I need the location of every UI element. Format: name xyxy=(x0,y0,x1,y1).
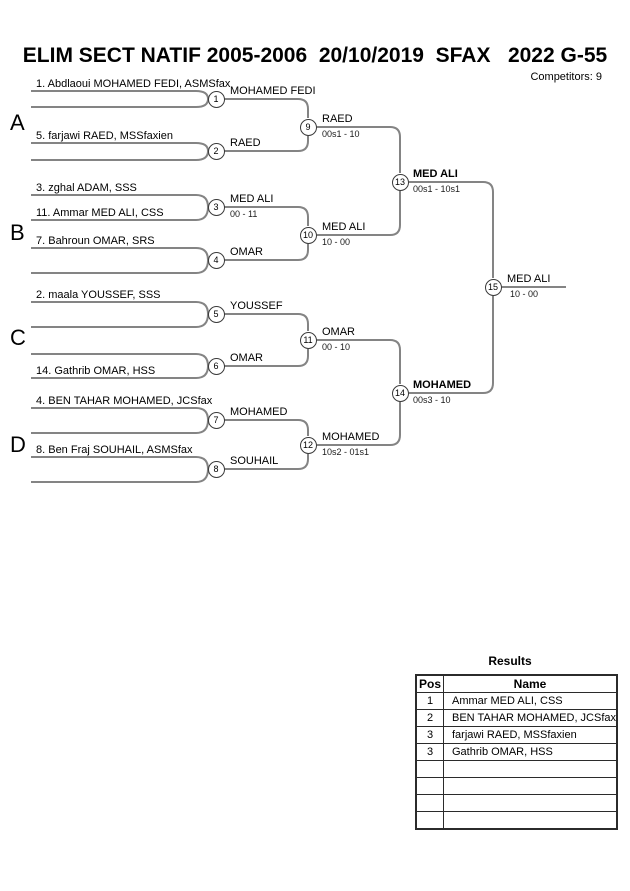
player-label: 11. Ammar MED ALI, CSS xyxy=(36,207,164,219)
player-label: 1. Abdlaoui MOHAMED FEDI, ASMSfax xyxy=(36,78,231,90)
player-label: 14. Gathrib OMAR, HSS xyxy=(36,365,156,377)
result-name: Ammar MED ALI, CSS xyxy=(443,692,618,710)
match-score: 00s3 - 10 xyxy=(413,395,451,405)
match-winner: MED ALI xyxy=(322,221,366,233)
player-label: 5. farjawi RAED, MSSfaxien xyxy=(36,130,173,142)
player-label: 2. maala YOUSSEF, SSS xyxy=(36,289,161,301)
player-label: 7. Bahroun OMAR, SRS xyxy=(36,235,155,247)
match-winner: MOHAMED FEDI xyxy=(230,85,316,97)
results-header-row: Pos Name xyxy=(415,674,618,693)
result-name: Gathrib OMAR, HSS xyxy=(443,743,618,761)
section-label-c: C xyxy=(10,325,26,350)
section-label-d: D xyxy=(10,432,26,457)
match-number-circle: 12 xyxy=(299,436,317,454)
table-row: 3 farjawi RAED, MSSfaxien xyxy=(415,726,618,744)
match-number-circle: 4 xyxy=(207,251,225,269)
table-row xyxy=(415,794,618,812)
round1-connectors-path xyxy=(224,98,309,470)
match-number-circle: 9 xyxy=(299,118,317,136)
match-number-circle: 15 xyxy=(484,278,502,296)
result-pos: 3 xyxy=(415,743,444,761)
match-winner: OMAR xyxy=(230,246,263,258)
match-number-circle: 1 xyxy=(207,90,225,108)
match-score: 10 - 00 xyxy=(322,237,351,247)
table-row xyxy=(415,777,618,795)
section-label-a: A xyxy=(10,110,25,135)
match-winner: MOHAMED xyxy=(413,379,472,391)
match-winner: OMAR xyxy=(230,352,263,364)
results-col-name: Name xyxy=(443,674,618,693)
match-winner: YOUSSEF xyxy=(230,300,283,312)
match-number-circle: 5 xyxy=(207,305,225,323)
match-number-circle: 7 xyxy=(207,411,225,429)
results-title: Results xyxy=(488,654,532,668)
competitors-count: Competitors: 9 xyxy=(530,71,602,83)
match-number-circle: 3 xyxy=(207,198,225,216)
section-label-b: B xyxy=(10,220,25,245)
match-number-circle: 2 xyxy=(207,142,225,160)
table-row xyxy=(415,760,618,778)
result-pos xyxy=(415,811,444,830)
match-score: 10 - 00 xyxy=(510,289,539,299)
table-row: 2 BEN TAHAR MOHAMED, JCSfax xyxy=(415,709,618,727)
match-score: 10s2 - 01s1 xyxy=(322,447,370,457)
match-winner: MED ALI xyxy=(507,273,551,285)
match-winner: MOHAMED xyxy=(230,406,288,418)
result-name: BEN TAHAR MOHAMED, JCSfax xyxy=(443,709,618,727)
player-label: 4. BEN TAHAR MOHAMED, JCSfax xyxy=(36,395,213,407)
match-number-circle: 11 xyxy=(299,331,317,349)
final-connectors-path xyxy=(409,181,566,394)
match-number-circle: 13 xyxy=(391,173,409,191)
match-score: 00 - 10 xyxy=(322,342,351,352)
match-number-circle: 14 xyxy=(391,384,409,402)
page-title: ELIM SECT NATIF 2005-2006 20/10/2019 SFA… xyxy=(22,44,608,67)
pair-lines-path xyxy=(31,90,209,483)
match-score: 00s1 - 10s1 xyxy=(413,184,461,194)
match-winner: RAED xyxy=(230,137,261,149)
result-pos: 1 xyxy=(415,692,444,710)
table-row: 1 Ammar MED ALI, CSS xyxy=(415,692,618,710)
bracket-lines xyxy=(31,90,566,483)
semifinal-connectors-path xyxy=(317,126,401,446)
table-row: 3 Gathrib OMAR, HSS xyxy=(415,743,618,761)
result-name xyxy=(443,811,618,830)
result-pos: 2 xyxy=(415,709,444,727)
match-number-circle: 10 xyxy=(299,226,317,244)
match-number-circle: 8 xyxy=(207,460,225,478)
result-name xyxy=(443,760,618,778)
result-pos: 3 xyxy=(415,726,444,744)
match-winner: SOUHAIL xyxy=(230,455,279,467)
match-number-circle: 6 xyxy=(207,357,225,375)
result-name: farjawi RAED, MSSfaxien xyxy=(443,726,618,744)
result-name xyxy=(443,777,618,795)
result-name xyxy=(443,794,618,812)
results-table: Pos Name 1 Ammar MED ALI, CSS 2 BEN TAHA… xyxy=(415,674,619,830)
result-pos xyxy=(415,760,444,778)
match-score: 00s1 - 10 xyxy=(322,129,360,139)
match-winner: OMAR xyxy=(322,326,355,338)
results-col-pos: Pos xyxy=(415,674,444,693)
match-winner: RAED xyxy=(322,113,353,125)
player-label: 8. Ben Fraj SOUHAIL, ASMSfax xyxy=(36,444,193,456)
match-score: 00 - 11 xyxy=(230,209,258,219)
table-row xyxy=(415,811,618,830)
result-pos xyxy=(415,777,444,795)
result-pos xyxy=(415,794,444,812)
match-winner: MED ALI xyxy=(230,193,274,205)
match-winner: MOHAMED xyxy=(322,431,380,443)
player-label: 3. zghal ADAM, SSS xyxy=(36,182,137,194)
match-winner: MED ALI xyxy=(413,168,458,180)
